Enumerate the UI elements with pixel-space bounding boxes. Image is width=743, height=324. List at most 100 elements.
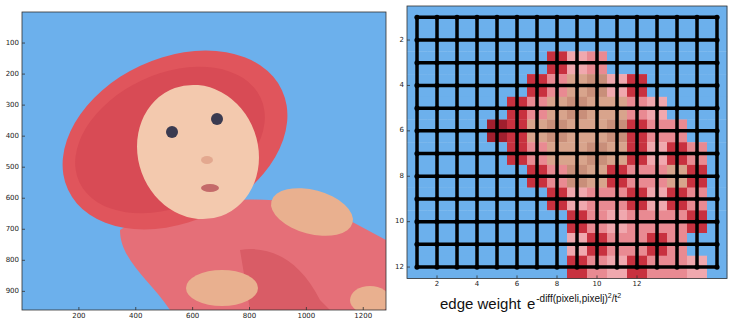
axis-tick-label: 200 bbox=[72, 313, 85, 320]
graph-node-dot bbox=[614, 128, 619, 133]
graph-node-dot bbox=[694, 60, 699, 65]
graph-node-dot bbox=[574, 128, 579, 133]
axis-tick-label: 200 bbox=[6, 71, 19, 78]
graph-node-dot bbox=[694, 151, 699, 156]
graph-node-dot bbox=[534, 174, 539, 179]
graph-node-dot bbox=[594, 37, 599, 42]
tick-mark bbox=[192, 307, 193, 310]
graph-node-dot bbox=[654, 106, 659, 111]
graph-node-dot bbox=[634, 219, 639, 224]
graph-node-dot bbox=[514, 151, 519, 156]
graph-node-dot bbox=[574, 264, 579, 269]
graph-node-dot bbox=[434, 219, 439, 224]
graph-edge-line bbox=[535, 17, 539, 267]
graph-node-dot bbox=[654, 151, 659, 156]
graph-node-dot bbox=[574, 37, 579, 42]
axis-tick-label: 6 bbox=[400, 127, 404, 134]
tick-mark bbox=[22, 136, 25, 137]
graph-edge-line bbox=[417, 106, 717, 110]
axis-tick-label: 900 bbox=[6, 288, 19, 295]
graph-node-dot bbox=[554, 37, 559, 42]
graph-node-dot bbox=[714, 83, 719, 88]
graph-node-dot bbox=[514, 106, 519, 111]
graph-node-dot bbox=[694, 219, 699, 224]
graph-node-dot bbox=[434, 196, 439, 201]
graph-node-dot bbox=[634, 264, 639, 269]
graph-node-dot bbox=[494, 151, 499, 156]
graph-node-dot bbox=[554, 264, 559, 269]
graph-node-dot bbox=[514, 219, 519, 224]
tick-mark bbox=[306, 307, 307, 310]
graph-node-dot bbox=[494, 196, 499, 201]
axis-tick-label: 400 bbox=[129, 313, 142, 320]
graph-node-dot bbox=[674, 264, 679, 269]
axis-tick-label: 1200 bbox=[354, 313, 372, 320]
tick-mark bbox=[407, 40, 410, 41]
axis-tick-label: 6 bbox=[515, 281, 519, 288]
graph-node-dot bbox=[634, 174, 639, 179]
graph-node-dot bbox=[494, 174, 499, 179]
graph-node-dot bbox=[554, 219, 559, 224]
graph-edge-line bbox=[415, 17, 419, 267]
axis-tick-label: 10 bbox=[395, 218, 404, 225]
caption-line: edge weighte-diff(pixeli,pixelj)2/t2 bbox=[440, 296, 621, 312]
formula-part: 2 bbox=[608, 292, 612, 299]
graph-node-dot bbox=[494, 242, 499, 247]
graph-node-dot bbox=[594, 151, 599, 156]
graph-node-dot bbox=[714, 128, 719, 133]
graph-node-dot bbox=[494, 219, 499, 224]
graph-node-dot bbox=[674, 242, 679, 247]
graph-node-dot bbox=[574, 83, 579, 88]
graph-node-dot bbox=[414, 128, 419, 133]
graph-node-dot bbox=[574, 196, 579, 201]
graph-node-dot bbox=[654, 242, 659, 247]
tick-mark bbox=[597, 275, 598, 278]
axis-tick-label: 1000 bbox=[297, 313, 315, 320]
graph-node-dot bbox=[454, 60, 459, 65]
graph-node-dot bbox=[654, 219, 659, 224]
formula-part: -diff(pixeli,pixelj) bbox=[536, 294, 608, 304]
formula-part: 2 bbox=[617, 292, 621, 299]
graph-node-dot bbox=[574, 60, 579, 65]
tick-mark bbox=[22, 74, 25, 75]
axis-tick-label: 8 bbox=[555, 281, 559, 288]
graph-node-dot bbox=[434, 106, 439, 111]
graph-node-dot bbox=[614, 219, 619, 224]
graph-edge-line bbox=[615, 17, 619, 267]
graph-edge-line bbox=[455, 17, 459, 267]
graph-node-dot bbox=[534, 83, 539, 88]
graph-node-dot bbox=[514, 128, 519, 133]
graph-node-dot bbox=[534, 106, 539, 111]
graph-edge-line bbox=[417, 152, 717, 156]
graph-edge-line bbox=[595, 17, 599, 267]
axes-frame bbox=[22, 12, 386, 310]
graph-edge-line bbox=[495, 17, 499, 267]
tick-mark bbox=[407, 221, 410, 222]
graph-node-dot bbox=[434, 15, 439, 20]
graph-node-dot bbox=[454, 15, 459, 20]
axis-tick-label: 10 bbox=[593, 281, 602, 288]
tick-mark bbox=[22, 43, 25, 44]
graph-node-dot bbox=[474, 174, 479, 179]
graph-node-dot bbox=[634, 83, 639, 88]
graph-node-dot bbox=[434, 151, 439, 156]
tick-mark bbox=[22, 105, 25, 106]
graph-node-dot bbox=[534, 196, 539, 201]
axis-tick-label: 300 bbox=[6, 102, 19, 109]
graph-node-dot bbox=[654, 60, 659, 65]
graph-node-dot bbox=[694, 106, 699, 111]
graph-node-dot bbox=[594, 174, 599, 179]
graph-node-dot bbox=[454, 83, 459, 88]
graph-node-dot bbox=[474, 37, 479, 42]
graph-node-dot bbox=[454, 174, 459, 179]
graph-node-dot bbox=[454, 151, 459, 156]
graph-node-dot bbox=[414, 15, 419, 20]
axis-tick-label: 600 bbox=[186, 313, 199, 320]
graph-node-dot bbox=[414, 106, 419, 111]
axis-tick-label: 2 bbox=[435, 281, 439, 288]
graph-node-dot bbox=[594, 264, 599, 269]
graph-node-dot bbox=[494, 106, 499, 111]
axis-tick-label: 4 bbox=[475, 281, 479, 288]
graph-node-dot bbox=[434, 174, 439, 179]
